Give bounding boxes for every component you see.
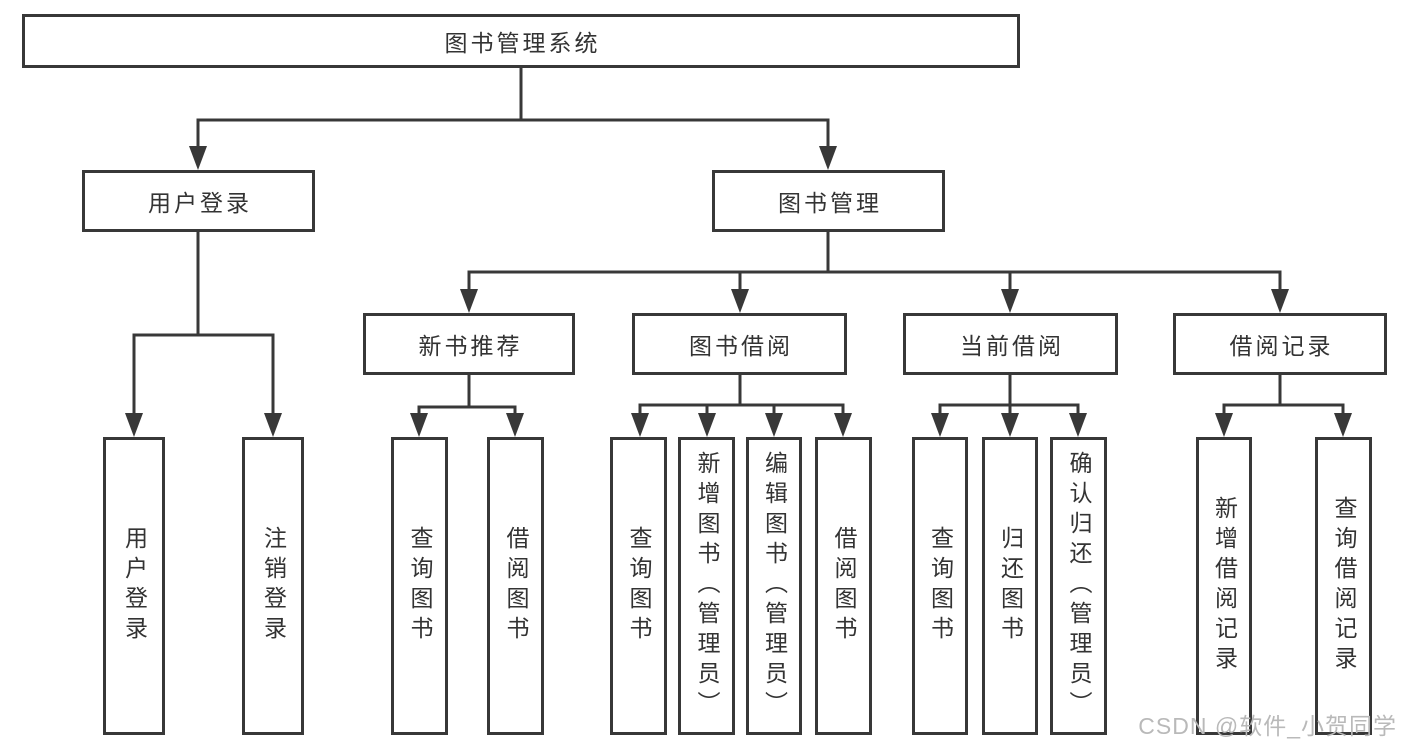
arrowhead-icons (125, 146, 1352, 437)
leaf-label: 查询借阅记录 (1331, 496, 1357, 676)
node-new-book-recommend: 新书推荐 (363, 313, 575, 375)
leaf-add-borrow-record: 新增借阅记录 (1196, 437, 1252, 735)
node-book-borrow: 图书借阅 (632, 313, 847, 375)
leaf-borrow-books-recommend: 借阅图书 (487, 437, 544, 735)
leaf-borrow-books: 借阅图书 (815, 437, 872, 735)
leaf-logout: 注销登录 (242, 437, 304, 735)
leaf-return-books: 归还图书 (982, 437, 1038, 735)
leaf-label: 确认归还（管理员） (1066, 451, 1092, 721)
leaf-label: 查询图书 (927, 526, 954, 646)
leaf-query-borrow-record: 查询借阅记录 (1315, 437, 1372, 735)
leaf-query-books-recommend: 查询图书 (391, 437, 448, 735)
leaf-label: 注销登录 (260, 526, 287, 646)
leaf-label: 查询图书 (407, 526, 433, 646)
leaf-edit-book-admin: 编辑图书（管理员） (746, 437, 802, 735)
leaf-user-login: 用户登录 (103, 437, 165, 735)
leaf-label: 新增图书（管理员） (694, 451, 720, 721)
node-book-management: 图书管理 (712, 170, 945, 232)
node-root-library-system: 图书管理系统 (22, 14, 1020, 68)
leaf-label: 借阅图书 (503, 526, 529, 646)
node-current-borrow: 当前借阅 (903, 313, 1118, 375)
leaf-label: 新增借阅记录 (1211, 496, 1238, 676)
leaf-label: 编辑图书（管理员） (761, 451, 788, 721)
leaf-confirm-return-admin: 确认归还（管理员） (1050, 437, 1107, 735)
leaf-label: 借阅图书 (831, 526, 857, 646)
leaf-label: 查询图书 (626, 526, 652, 646)
leaf-query-books-borrow: 查询图书 (610, 437, 667, 735)
node-user-login: 用户登录 (82, 170, 315, 232)
node-borrow-records: 借阅记录 (1173, 313, 1387, 375)
leaf-query-books-current: 查询图书 (912, 437, 968, 735)
leaf-label: 归还图书 (997, 526, 1024, 646)
leaf-label: 用户登录 (121, 526, 148, 646)
leaf-add-book-admin: 新增图书（管理员） (678, 437, 735, 735)
